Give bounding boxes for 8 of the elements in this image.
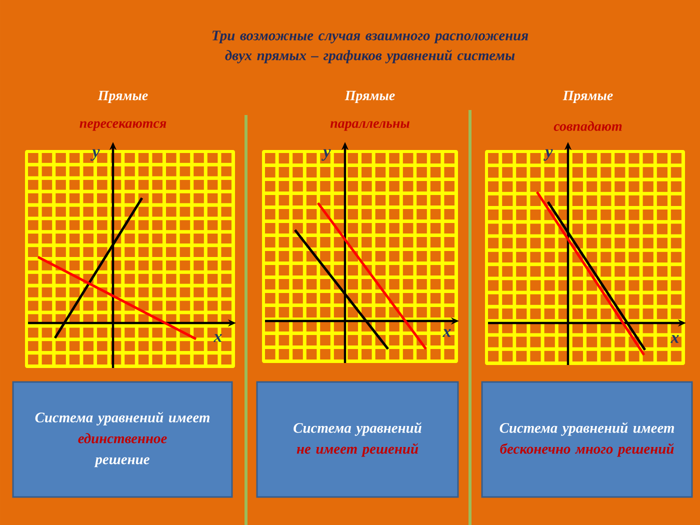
result-box: Система уравнений имеет бесконечно много решений [481, 381, 693, 498]
axis-label: x [214, 334, 222, 342]
heading: пересекаются [80, 121, 166, 131]
title: Три возможные случая взаимного расположения двух прямых – графиков уравнений системы [212, 30, 528, 64]
heading: совпадают [554, 121, 622, 131]
result-box: Система уравнений не имеет решений [256, 381, 459, 498]
result-box: Система уравнений имеет единственное решение [12, 381, 233, 498]
heading: параллельны [330, 121, 410, 131]
